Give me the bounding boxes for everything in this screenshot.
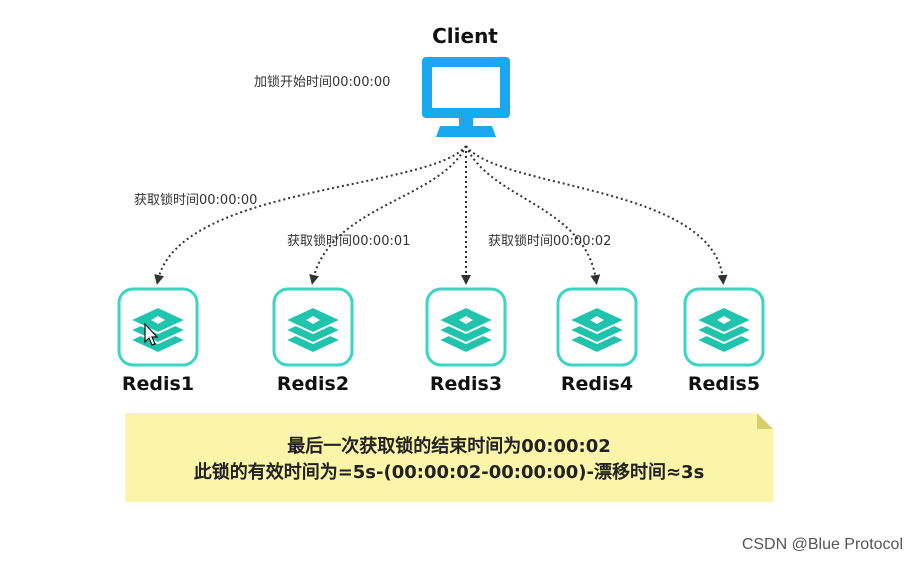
redis-label-5: Redis5 (687, 373, 761, 395)
summary-text: 最后一次获取锁的结束时间为00:00:02 此锁的有效时间为=5s-(00:00… (125, 434, 773, 486)
arrow-to-redis2 (309, 145, 467, 285)
lock-start-note: 加锁开始时间00:00:00 (254, 75, 391, 90)
redis-label-2: Redis2 (276, 373, 350, 395)
redis-node-2 (272, 287, 354, 367)
monitor-icon (422, 57, 510, 137)
redis-node-4 (556, 287, 638, 367)
redis-node-3 (425, 287, 507, 367)
watermark: CSDN @Blue Protocol (741, 536, 903, 553)
redis-node-1 (117, 287, 199, 367)
acquire-note-redis4: 获取锁时间00:00:02 (488, 234, 612, 249)
arrow-to-redis4 (465, 145, 601, 285)
redis-label-4: Redis4 (560, 373, 634, 395)
redis-node-5 (683, 287, 765, 367)
mouse-pointer-icon (144, 322, 159, 346)
acquire-note-redis1: 获取锁时间00:00:00 (134, 193, 258, 208)
summary-line-2: 此锁的有效时间为=5s-(00:00:02-00:00:00)-漂移时间≈3s (193, 462, 705, 483)
sticky-note (125, 413, 773, 502)
redis-label-1: Redis1 (121, 373, 195, 395)
summary-line-1: 最后一次获取锁的结束时间为00:00:02 (287, 436, 611, 457)
client-label: Client (432, 24, 498, 48)
redis-label-3: Redis3 (429, 373, 503, 395)
arrow-to-redis5 (465, 145, 728, 285)
acquire-note-redis2: 获取锁时间00:00:01 (287, 234, 411, 249)
connection-arrows (154, 145, 728, 285)
arrow-to-redis1 (154, 145, 467, 285)
